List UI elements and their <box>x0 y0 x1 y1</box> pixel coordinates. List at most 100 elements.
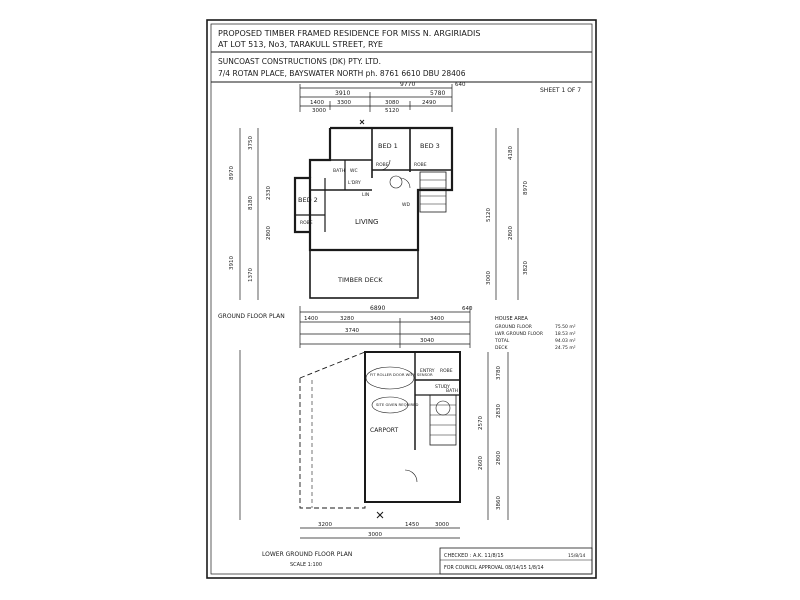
lf-window-mark <box>376 511 384 519</box>
area-row-value: 18.53 m² <box>555 331 576 337</box>
gf-door-swing <box>379 159 391 171</box>
ground-floor-plan: 9770 3910 5780 3300 3080 2490 1400 3000 … <box>218 81 529 320</box>
gf-left-dim-2: 3750 <box>248 136 254 150</box>
lower-floor-plan: 6890 3280 3400 3740 3040 1400 640 FIT RO… <box>239 305 509 568</box>
gf-room-robe1: ROBE <box>376 162 389 168</box>
gf-room-bed2: BED 2 <box>298 196 318 204</box>
gf-room-wc: WC <box>350 168 358 174</box>
sheet-inner-border <box>210 23 593 575</box>
gf-dim-seg2: 3080 <box>385 100 399 106</box>
approval-box <box>439 547 593 575</box>
gf-right-dim-6: 3820 <box>523 261 529 275</box>
lf-room-bath: BATH <box>446 388 458 394</box>
builder-line-1: SUNCOAST CONSTRUCTIONS (DK) PTY. LTD. <box>218 57 381 66</box>
gf-right-dim-3: 5120 <box>486 208 492 222</box>
checked-by: CHECKED : A.K. 11/8/15 <box>444 553 504 559</box>
gf-deck <box>309 249 419 299</box>
lf-right-dim-5: 2800 <box>496 451 502 465</box>
lf-dim-left: 1400 <box>304 316 318 322</box>
sheet-number: SHEET 1 OF 7 <box>540 87 581 94</box>
lf-bottom-dim-4: 3000 <box>435 522 449 528</box>
gf-dim-seg3: 2490 <box>422 100 436 106</box>
gf-dim-overall: 9770 <box>400 81 415 88</box>
lf-right-dim-3: 2570 <box>478 416 484 430</box>
gf-left-dim-3: 8180 <box>248 196 254 210</box>
gf-right-dim-1: 8970 <box>523 181 529 195</box>
gf-dim-d1: 3910 <box>335 90 350 97</box>
gf-left-dim-4: 2330 <box>266 186 272 200</box>
gf-dim-end: 640 <box>455 82 466 88</box>
gf-dim-seg5: 3000 <box>312 108 326 114</box>
lf-right-dim-6: 3860 <box>496 496 502 510</box>
gf-room-bed3: BED 3 <box>420 142 440 150</box>
area-row-label: DECK <box>495 345 508 351</box>
gf-stair-newel <box>389 175 403 189</box>
area-row-value: 24.75 m² <box>555 345 576 351</box>
gf-dim-d2: 5780 <box>430 90 445 97</box>
lf-room-robe: ROBE <box>440 368 453 374</box>
lf-room-carport: CARPORT <box>370 427 399 434</box>
gf-room-robe3: ROBE <box>300 220 313 226</box>
area-row-label: TOTAL <box>494 338 510 344</box>
gf-room-bed1: BED 1 <box>378 142 398 150</box>
lf-bottom-dim-1: 3200 <box>318 522 332 528</box>
area-table: HOUSE AREA GROUND FLOOR 75.50 m² LWR GRO… <box>494 316 576 351</box>
lf-note-2: SITE GIVEN REQUIRED <box>376 402 419 407</box>
lf-door-swing <box>404 469 418 483</box>
lf-dim-d2: 3400 <box>430 316 444 322</box>
lf-dim-seg2: 3040 <box>420 338 434 344</box>
builder-line-2: 7/4 ROTAN PLACE, BAYSWATER NORTH ph. 876… <box>218 69 466 78</box>
gf-dim-left: 1400 <box>310 100 324 106</box>
lf-right-dim-4: 2600 <box>478 456 484 470</box>
lf-enclosed-block <box>364 351 461 503</box>
gf-room-living: LIVING <box>355 218 378 226</box>
gf-room-robe2: ROBE <box>414 162 427 168</box>
lf-note-1: FIT ROLLER DOOR WITH SENSOR <box>370 372 433 377</box>
gf-stair <box>419 171 447 213</box>
area-row-label: GROUND FLOOR <box>495 324 532 330</box>
lf-dim-end: 640 <box>462 306 473 312</box>
lf-carport-outline <box>299 351 366 509</box>
lf-room-study: STUDY <box>435 384 450 390</box>
lf-right-dim-1: 3780 <box>496 366 502 380</box>
gf-outer-walls-left <box>308 128 332 178</box>
gf-left-dim-6: 1370 <box>248 268 254 282</box>
lf-plan-title: LOWER GROUND FLOOR PLAN <box>262 551 352 558</box>
gf-right-dim-4: 2800 <box>508 226 514 240</box>
area-row-value: 75.50 m² <box>555 324 576 330</box>
gf-room-bath: BATH <box>333 168 345 174</box>
gf-left-dim-7: 2800 <box>266 226 272 240</box>
gf-plan-title: GROUND FLOOR PLAN <box>218 313 285 320</box>
gf-window-mark <box>359 119 365 125</box>
lf-scale: SCALE 1:100 <box>290 562 322 568</box>
lf-bottom-dim-2: 3000 <box>368 532 382 538</box>
lf-dim-d1: 3280 <box>340 316 354 322</box>
lf-dim-overall: 6890 <box>370 305 385 312</box>
title-line-2: AT LOT 513, No3, TARAKULL STREET, RYE <box>218 40 383 49</box>
title-line-1: PROPOSED TIMBER FRAMED RESIDENCE FOR MIS… <box>218 29 480 38</box>
area-row-label: LWR GROUND FLOOR <box>495 331 543 337</box>
lf-note-bubble <box>371 396 409 414</box>
lf-bottom-dim-3: 1450 <box>405 522 419 528</box>
sheet-border <box>206 19 597 579</box>
gf-dim-seg4: 5120 <box>385 108 399 114</box>
lf-stair <box>429 394 457 446</box>
gf-room-ldry: L'DRY <box>348 180 361 186</box>
area-row-value: 94.03 m² <box>555 338 576 344</box>
lf-room-entry: ENTRY <box>420 368 435 374</box>
gf-right-dim-5: 3000 <box>486 271 492 285</box>
approval-note: FOR COUNCIL APPROVAL 08/14/15 1/8/14 <box>444 565 544 571</box>
lf-stair-newel <box>435 400 451 416</box>
gf-dim-seg1: 3300 <box>337 100 351 106</box>
gf-room-deck: TIMBER DECK <box>337 276 383 284</box>
gf-room-linen: LIN <box>362 192 369 198</box>
area-title: HOUSE AREA <box>495 316 528 322</box>
lf-right-dim-2: 2830 <box>496 404 502 418</box>
gf-left-dim-1: 8970 <box>229 166 235 180</box>
gf-stair-treads <box>420 179 446 205</box>
gf-room-wd: WD <box>402 202 410 208</box>
gf-left-dim-5: 3910 <box>229 256 235 270</box>
lf-stair-treads <box>430 404 456 436</box>
gf-right-dim-2: 4180 <box>508 146 514 160</box>
